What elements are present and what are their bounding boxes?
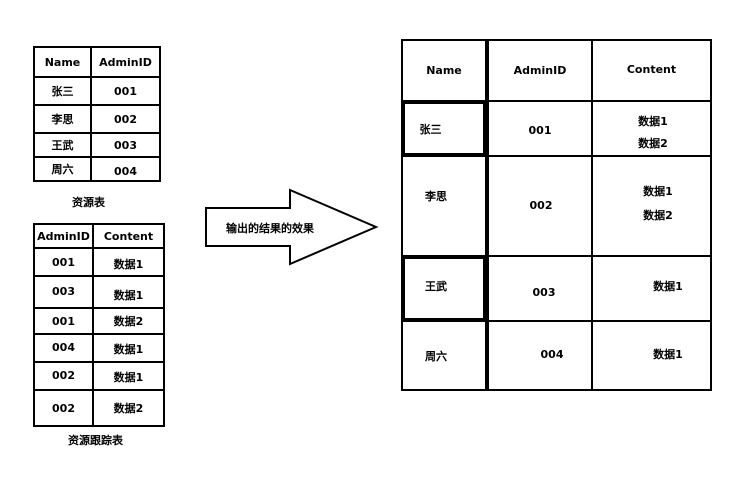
tracking-row-content: 数据1	[113, 343, 144, 356]
result-row-name: 王武	[425, 280, 447, 293]
result-header-content: Content	[626, 63, 677, 76]
resource-row-name: 周六	[51, 163, 74, 176]
tracking-row-adminid: 002	[52, 368, 75, 382]
result-table-col-divider	[591, 39, 593, 391]
tracking-table-row-divider	[33, 275, 165, 277]
tracking-table-caption: 资源跟踪表	[68, 434, 123, 447]
tracking-row-content: 数据2	[113, 402, 144, 415]
result-name-cell-highlight	[403, 102, 485, 155]
tracking-table-row-divider	[33, 333, 165, 335]
resource-row-adminid: 004	[114, 164, 137, 178]
result-header-adminid: AdminID	[513, 64, 567, 77]
resource-header-adminid: AdminID	[99, 55, 152, 69]
resource-row-adminid: 001	[114, 84, 137, 98]
resource-table-col-divider	[90, 46, 92, 182]
result-row-name: 周六	[425, 350, 447, 363]
result-table-col-divider	[485, 39, 489, 391]
tracking-table-row-divider	[33, 389, 165, 391]
arrow-label: 输出的结果的效果	[226, 222, 314, 235]
resource-table-row-divider	[33, 104, 161, 106]
resource-row-name: 李思	[51, 113, 74, 126]
resource-table-caption: 资源表	[72, 196, 105, 209]
resource-table-row-divider	[33, 76, 161, 78]
result-row-content: 数据2	[643, 209, 673, 222]
result-row-content: 数据1	[653, 348, 683, 361]
result-table-row-divider	[401, 255, 712, 257]
tracking-row-content: 数据2	[113, 315, 144, 328]
result-name-cell-highlight	[403, 257, 485, 320]
result-table-border	[401, 39, 712, 391]
result-row-adminid: 003	[532, 285, 556, 299]
tracking-table-row-divider	[33, 361, 165, 363]
tracking-row-content: 数据1	[113, 371, 144, 384]
tracking-row-adminid: 002	[52, 401, 75, 415]
resource-row-name: 王武	[51, 139, 74, 152]
result-row-content: 数据1	[653, 280, 683, 293]
resource-row-name: 张三	[51, 85, 74, 98]
result-row-name: 李思	[425, 190, 447, 203]
tracking-row-adminid: 003	[52, 284, 75, 298]
tracking-table-row-divider	[33, 307, 165, 309]
result-table-row-divider	[401, 100, 712, 102]
resource-row-adminid: 002	[114, 112, 137, 126]
tracking-table-border	[33, 223, 165, 427]
tracking-row-adminid: 001	[52, 314, 75, 328]
tracking-row-content: 数据1	[113, 289, 144, 302]
tracking-table-col-divider	[92, 223, 94, 427]
tracking-table-row-divider	[33, 247, 165, 249]
result-row-name: 张三	[419, 122, 442, 136]
result-table-row-divider	[401, 320, 712, 322]
tracking-row-adminid: 004	[52, 340, 75, 354]
right-arrow-icon	[205, 188, 379, 266]
result-header-name: Name	[426, 64, 462, 77]
result-row-content: 数据2	[638, 137, 668, 150]
resource-table-row-divider	[33, 156, 161, 158]
result-row-adminid: 002	[529, 198, 553, 212]
result-table-row-divider	[401, 155, 712, 157]
result-row-content: 数据1	[643, 185, 673, 198]
result-row-adminid: 001	[528, 124, 552, 137]
resource-table-row-divider	[33, 132, 161, 134]
result-row-adminid: 004	[540, 347, 564, 361]
tracking-header-content: Content	[103, 229, 154, 243]
tracking-row-content: 数据1	[113, 258, 144, 271]
result-row-content: 数据1	[638, 115, 668, 128]
resource-header-name: Name	[44, 55, 81, 69]
tracking-header-adminid: AdminID	[37, 229, 90, 243]
resource-table-border	[33, 46, 161, 182]
tracking-row-adminid: 001	[52, 255, 75, 269]
resource-row-adminid: 003	[114, 138, 137, 152]
